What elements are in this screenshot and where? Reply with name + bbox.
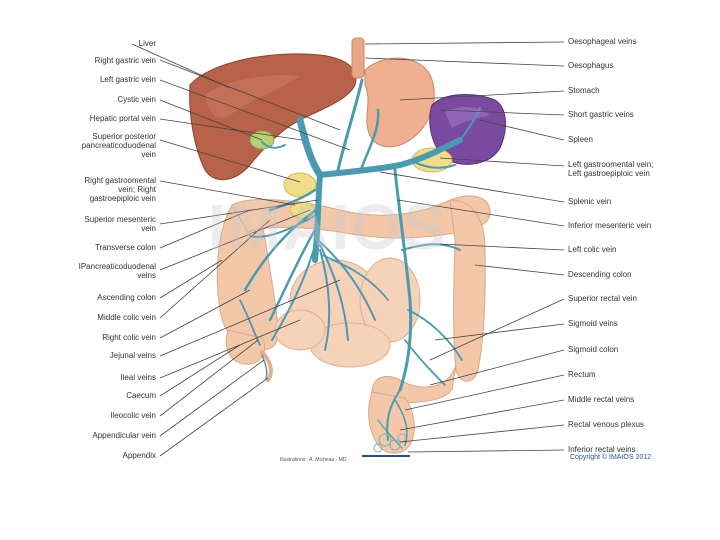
label-left-gastric-vein: Left gastric vein [26,75,156,84]
label-inferior-rectal-veins: Inferior rectal veins [568,445,636,454]
label-liver: Liver [26,39,156,48]
label-middle-colic-vein: Middle colic vein [26,313,156,322]
label-descending-colon: Descending colon [568,270,632,279]
label-left-colic-vein: Left colic vein [568,245,616,254]
illustration-credit: Illustrations : A. Micheau - MD [280,457,346,463]
label-oesophagus: Oesophagus [568,61,613,70]
label-ascending-colon: Ascending colon [26,293,156,302]
small-intestine [275,258,420,367]
label-transverse-colon: Transverse colon [26,243,156,252]
label-right-gastric-vein: Right gastric vein [26,56,156,65]
label-jejunal-veins: Jejunal veins [26,351,156,360]
label-splenic-vein: Splenic vein [568,197,611,206]
label-ileal-veins: Ileal veins [26,373,156,382]
watermark: IMAIOS [208,190,448,264]
label-left-gastroomental-vein-left-gastroepiploic-vein: Left gastroomental vein;Left gastroepipl… [568,160,653,178]
oesophagus [352,38,364,78]
label-appendix: Appendix [26,451,156,460]
label-ileocolic-vein: Ileocolic vein [26,411,156,420]
label-superior-rectal-vein: Superior rectal vein [568,294,637,303]
label-inferior-mesenteric-vein: Inferior mesenteric vein [568,221,651,230]
label-hepatic-portal-vein: Hepatic portal vein [26,114,156,123]
label-middle-rectal-veins: Middle rectal veins [568,395,634,404]
label-short-gastric-veins: Short gastric veins [568,110,634,119]
label-appendicular-vein: Appendicular vein [26,431,156,440]
label-stomach: Stomach [568,86,600,95]
label-spleen: Spleen [568,135,593,144]
label-right-colic-vein: Right colic vein [26,333,156,342]
label-oesophageal-veins: Oesophageal veins [568,37,637,46]
copyright-notice: Copyright © IMAIOS 2012 [570,454,651,461]
liver [190,54,356,180]
label-rectum: Rectum [568,370,596,379]
label-sigmoid-colon: Sigmoid colon [568,345,618,354]
descending-colon [450,200,485,381]
rectum [369,392,415,453]
label-caecum: Caecum [26,391,156,400]
label-sigmoid-veins: Sigmoid veins [568,319,618,328]
label-cystic-vein: Cystic vein [26,95,156,104]
label-rectal-venous-plexus: Rectal venous plexus [568,420,644,429]
